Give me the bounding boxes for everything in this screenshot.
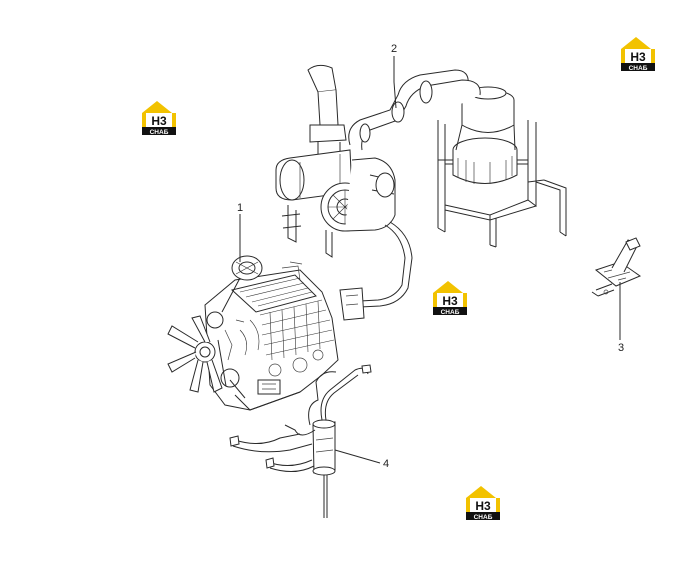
leader-line-2 [393,56,397,109]
watermark-bottom-text: CHAБ [441,309,460,316]
watermark-top-text: H3 [475,499,491,513]
watermark-top-text: H3 [442,294,458,308]
air-intake-exhaust-assembly [275,64,567,321]
fuel-filter-assembly [229,364,372,518]
accelerator-pedal [591,237,642,297]
watermark-bottom-text: CHAБ [474,514,493,521]
cooling-fan [167,315,223,393]
watermark-bottom-text: CHAБ [150,129,169,136]
watermark-top-text: H3 [630,50,646,64]
callout-3: 3 [618,342,624,354]
callout-1: 1 [237,202,243,214]
callout-2: 2 [391,43,397,55]
watermark-logo: H3 CHAБ [466,486,500,521]
engine-assembly [167,255,339,411]
watermark-logo: H3 CHAБ [433,281,467,316]
watermark-top-text: H3 [151,114,167,128]
watermark-logo: H3 CHAБ [621,37,655,72]
leader-line-4 [334,449,381,464]
watermark-logo: H3 CHAБ [142,101,176,136]
watermark-bottom-text: CHAБ [629,65,648,72]
callout-4: 4 [383,458,389,470]
